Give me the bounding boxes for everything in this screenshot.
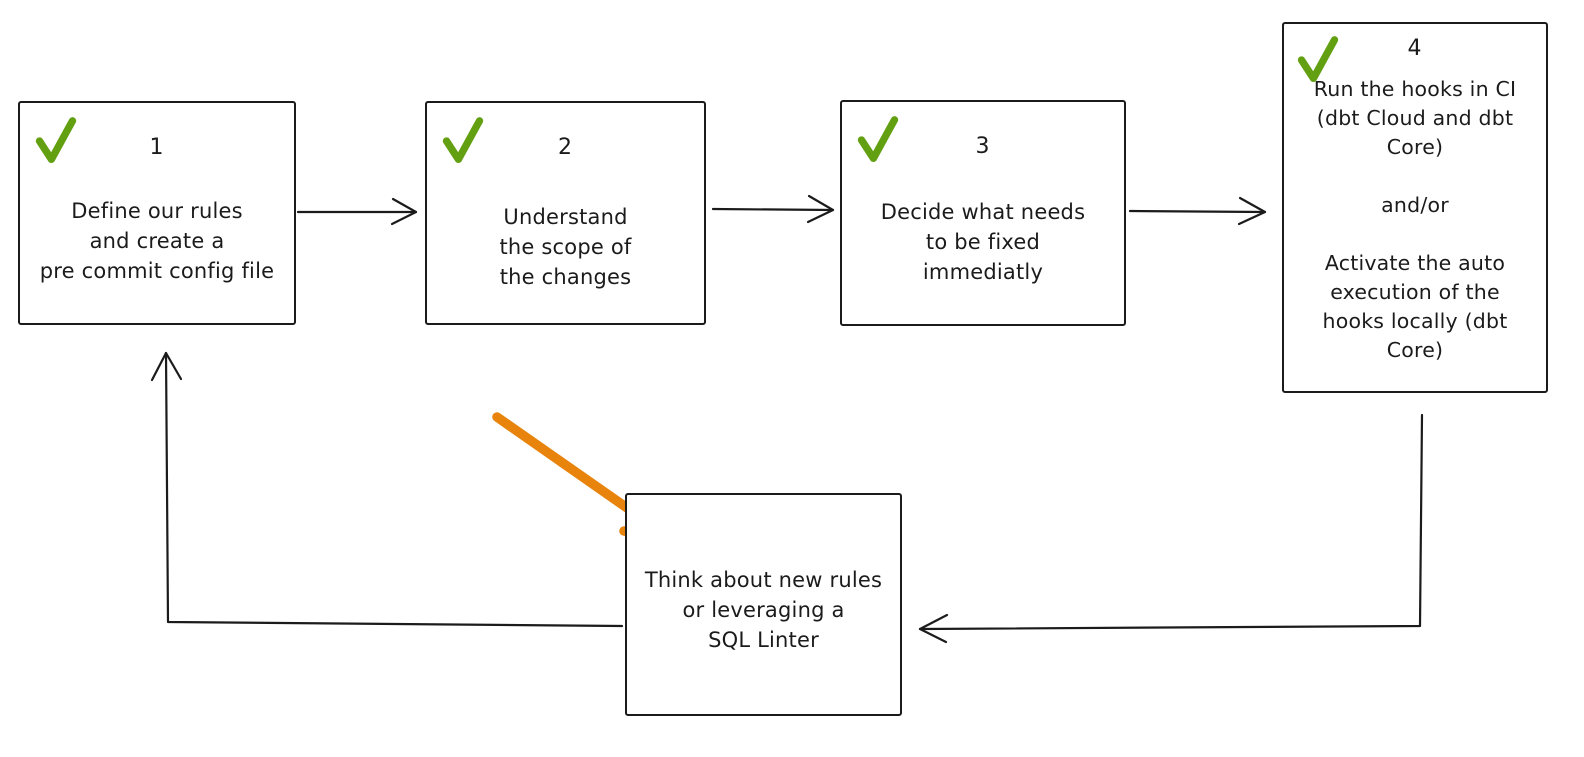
step-box-1: 1 Define our rules and create a pre comm… xyxy=(18,101,296,325)
arrow-step1-to-step2 xyxy=(296,197,418,226)
check-icon xyxy=(35,117,77,163)
step-label: Decide what needs to be fixed immediatly xyxy=(880,200,1086,284)
step-number: 4 xyxy=(1407,36,1423,61)
step-number: 2 xyxy=(558,135,573,160)
step-label: Define our rules and create a pre commit… xyxy=(39,199,275,283)
step-label: Understand the scope of the changes xyxy=(499,205,632,289)
feedback-box: Think about new rules or leveraging a SQ… xyxy=(625,493,902,716)
arrow-feedback-to-step1 xyxy=(150,351,624,628)
arrow-step4-to-feedback xyxy=(918,413,1424,644)
arrow-step3-to-step4 xyxy=(1128,196,1267,226)
step-number: 1 xyxy=(149,135,165,160)
step-label: Run the hooks in CI (dbt Cloud and dbt C… xyxy=(1313,77,1517,362)
step-box-4: 4 Run the hooks in CI (dbt Cloud and dbt… xyxy=(1282,22,1548,393)
feedback-label: Think about new rules or leveraging a SQ… xyxy=(644,568,883,652)
check-icon xyxy=(857,116,899,162)
check-icon xyxy=(442,117,484,163)
arrow-step2-to-step3 xyxy=(711,194,835,224)
step-number: 3 xyxy=(975,134,991,159)
check-icon xyxy=(1297,36,1339,83)
step-box-2: 2 Understand the scope of the changes xyxy=(425,101,706,325)
step-box-3: 3 Decide what needs to be fixed immediat… xyxy=(840,100,1126,326)
